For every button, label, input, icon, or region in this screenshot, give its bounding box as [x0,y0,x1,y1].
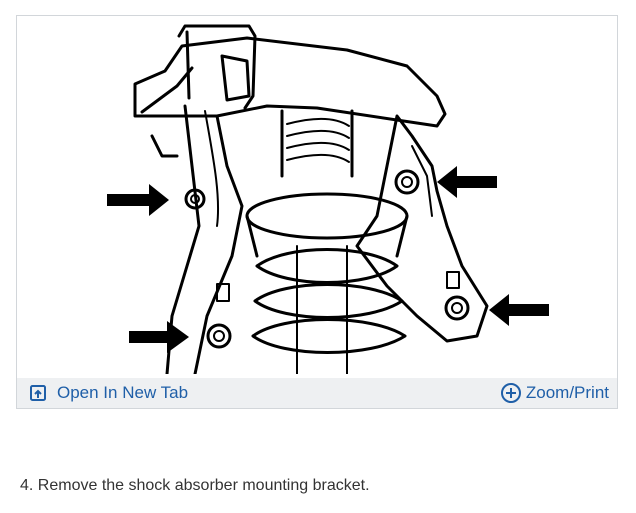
arrow-right-lower [489,294,549,326]
instruction-step-text: 4. Remove the shock absorber mounting br… [20,477,370,494]
arrow-right-upper [437,166,497,198]
diagram-svg [107,24,549,374]
figure-toolbar: Open In New Tab Zoom/Print [17,378,617,408]
arrow-left-lower [129,321,189,353]
zoom-print-label: Zoom/Print [525,383,609,402]
open-in-new-tab-icon [29,384,47,402]
zoom-print-link[interactable]: Zoom/Print [500,382,609,404]
arrow-left-upper [107,184,169,216]
plus-circle-icon [500,382,522,404]
open-in-new-tab-label: Open In New Tab [57,383,189,402]
open-in-new-tab-link[interactable]: Open In New Tab [29,382,188,404]
figure-card: Open In New Tab Zoom/Print [16,15,618,409]
shock-bracket-diagram [17,16,617,374]
